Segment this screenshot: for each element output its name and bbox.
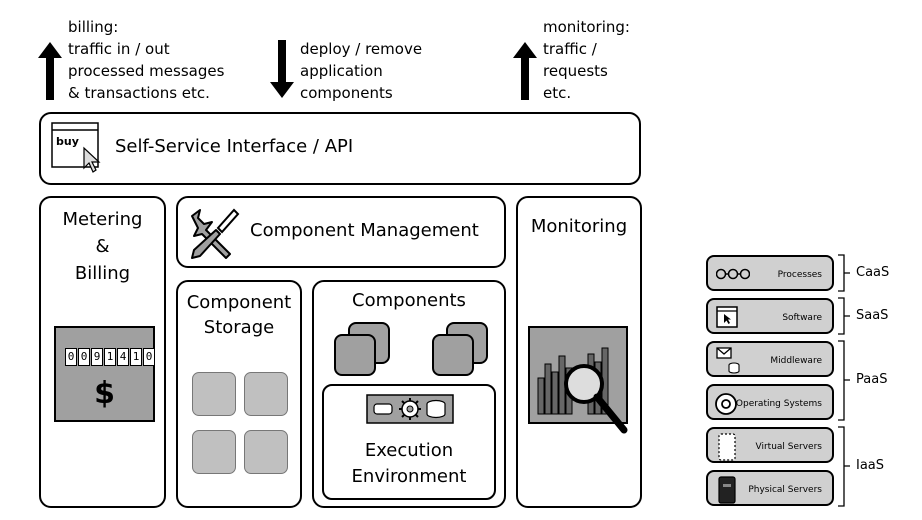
stack-item-label: Physical Servers bbox=[748, 485, 822, 495]
billing-note: billing: traffic in / out processed mess… bbox=[68, 16, 224, 104]
execution-title: Execution Environment bbox=[324, 438, 494, 490]
buy-label: buy bbox=[56, 135, 79, 148]
counter-digit: 0 bbox=[78, 348, 90, 366]
deploy-note: deploy / remove application components bbox=[300, 38, 422, 104]
tools-icon bbox=[191, 208, 240, 259]
component-storage-title-line: Component bbox=[186, 292, 292, 313]
metering-title: Metering & Billing bbox=[41, 206, 164, 287]
component-management-label: Component Management bbox=[250, 220, 479, 241]
storage-slot bbox=[244, 372, 288, 416]
stack-item-label: Operating Systems bbox=[735, 399, 822, 409]
stack-item-label: Processes bbox=[777, 270, 822, 280]
component-storage-title: Component Storage bbox=[178, 290, 300, 340]
metering-title-line: Billing bbox=[74, 263, 131, 284]
components-title: Components bbox=[352, 290, 466, 311]
storage-slot bbox=[192, 430, 236, 474]
counter-digit: 0 bbox=[65, 348, 77, 366]
monitoring-box: Monitoring bbox=[516, 196, 642, 508]
os-disc-icon bbox=[715, 393, 737, 415]
component-storage-title-line: Storage bbox=[203, 317, 275, 338]
stack-item-label: Virtual Servers bbox=[755, 442, 822, 452]
billing-note-line: processed messages bbox=[68, 62, 225, 80]
arrow-up-icon bbox=[513, 42, 537, 100]
stack-item-middleware: Middleware bbox=[706, 341, 834, 377]
layer-label-saas: SaaS bbox=[856, 308, 889, 323]
layer-label-iaas: IaaS bbox=[856, 458, 885, 473]
self-service-label: Self-Service Interface / API bbox=[115, 136, 354, 157]
monitoring-note-line: requests bbox=[543, 62, 608, 80]
software-window-icon bbox=[716, 306, 738, 328]
component-icon bbox=[334, 334, 376, 376]
stack-item-label: Middleware bbox=[770, 356, 822, 366]
monitoring-title: Monitoring bbox=[530, 216, 628, 237]
execution-title-line: Execution bbox=[364, 440, 454, 461]
virtual-server-icon bbox=[718, 433, 736, 461]
counter-digit: 1 bbox=[104, 348, 116, 366]
stack-item-software: Software bbox=[706, 298, 834, 334]
stack-item-physical-servers: Physical Servers bbox=[706, 470, 834, 506]
counter-digit: 0 bbox=[143, 348, 155, 366]
dollar-icon: $ bbox=[94, 376, 115, 411]
deploy-note-line: deploy / remove bbox=[300, 40, 423, 58]
counter-digit: 1 bbox=[130, 348, 142, 366]
billing-note-line: billing: bbox=[68, 18, 119, 36]
monitoring-note-line: etc. bbox=[543, 84, 572, 102]
physical-server-icon bbox=[718, 476, 736, 504]
storage-slot bbox=[192, 372, 236, 416]
arrow-up-icon bbox=[38, 42, 62, 100]
monitoring-note-line: monitoring: bbox=[543, 18, 630, 36]
middleware-mail-db-icon bbox=[716, 347, 740, 374]
counter-digit: 4 bbox=[117, 348, 129, 366]
execution-stack-icon bbox=[366, 394, 454, 424]
layer-braces bbox=[838, 254, 850, 507]
monitoring-note: monitoring: traffic / requests etc. bbox=[543, 16, 630, 104]
metering-title-line: Metering bbox=[62, 209, 143, 230]
arrow-down-icon bbox=[270, 40, 294, 98]
stack-item-label: Software bbox=[782, 313, 822, 323]
component-management-box: Component Management bbox=[176, 196, 506, 268]
stack-item-operating-systems: Operating Systems bbox=[706, 384, 834, 420]
self-service-interface[interactable]: buy Self-Service Interface / API bbox=[39, 112, 641, 185]
monitoring-chart-magnifier-icon bbox=[528, 326, 628, 434]
components-box: Components Execution Environment bbox=[312, 280, 506, 508]
deploy-note-line: components bbox=[300, 84, 393, 102]
deploy-note-line: application bbox=[300, 62, 383, 80]
billing-note-line: & transactions etc. bbox=[68, 84, 210, 102]
storage-slot bbox=[244, 430, 288, 474]
execution-title-line: Environment bbox=[351, 466, 467, 487]
component-storage-box: Component Storage bbox=[176, 280, 302, 508]
layer-label-caas: CaaS bbox=[856, 265, 890, 280]
monitoring-note-line: traffic / bbox=[543, 40, 597, 58]
metering-title-line: & bbox=[95, 236, 110, 257]
component-icon bbox=[432, 334, 474, 376]
process-chain-icon bbox=[716, 268, 750, 280]
counter-digit: 9 bbox=[91, 348, 103, 366]
layer-label-paas: PaaS bbox=[856, 372, 888, 387]
execution-environment-box: Execution Environment bbox=[322, 384, 496, 500]
billing-note-line: traffic in / out bbox=[68, 40, 170, 58]
stack-item-virtual-servers: Virtual Servers bbox=[706, 427, 834, 463]
stack-item-processes: Processes bbox=[706, 255, 834, 291]
buy-window-icon: buy bbox=[51, 122, 101, 173]
